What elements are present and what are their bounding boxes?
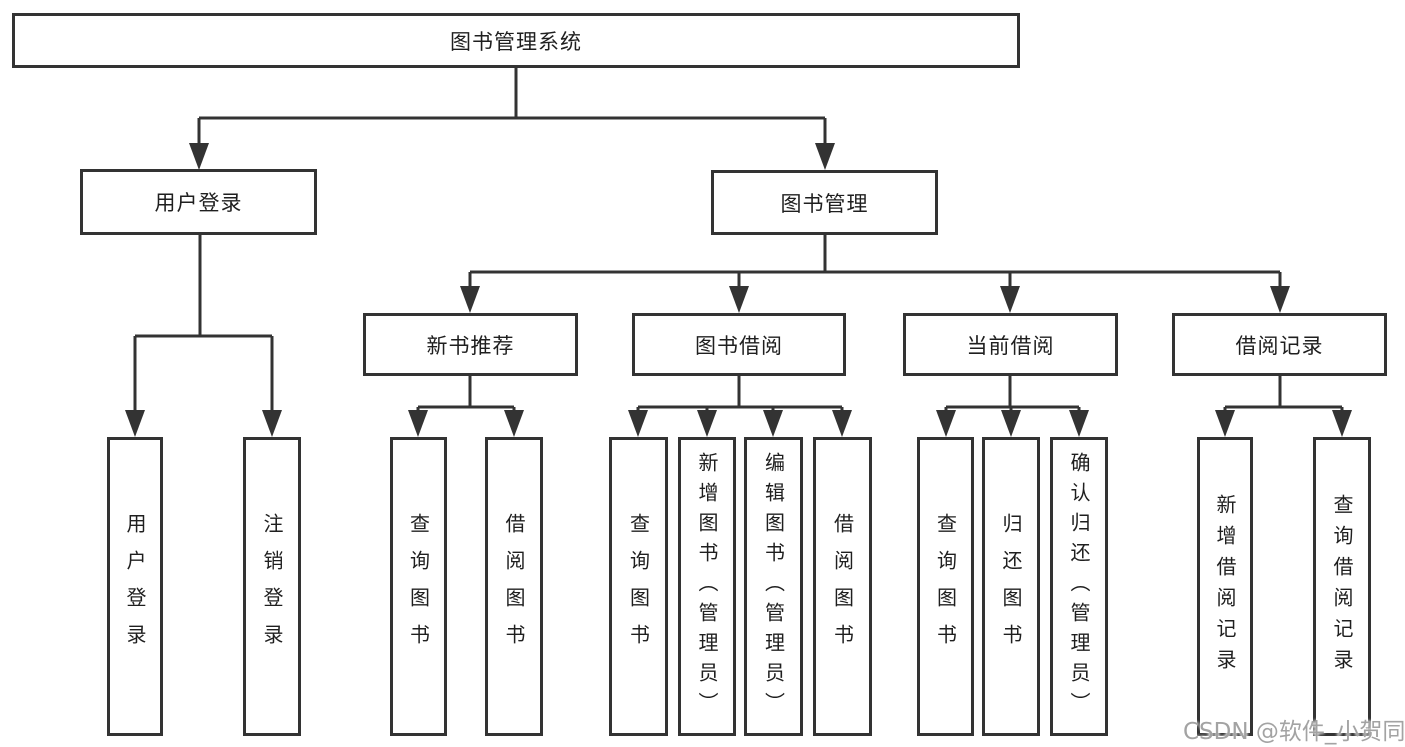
node-book-borrowing: 图书借阅 bbox=[632, 313, 846, 376]
node-label: 用户登录 bbox=[123, 512, 147, 661]
node-label: 查询图书 bbox=[406, 512, 431, 661]
arrowhead-icon bbox=[1000, 286, 1020, 313]
node-label: 借阅记录 bbox=[1235, 333, 1324, 358]
leaf-add-borrow-record: 新增借阅记录 bbox=[1197, 437, 1253, 736]
node-current-borrowing: 当前借阅 bbox=[903, 313, 1118, 376]
arrowhead-icon bbox=[460, 286, 480, 313]
leaf-edit-books-admin: 编辑图书（管理员） bbox=[744, 437, 803, 736]
arrowhead-icon bbox=[763, 410, 783, 437]
leaf-add-books-admin: 新增图书（管理员） bbox=[678, 437, 736, 736]
node-label: 当前借阅 bbox=[966, 333, 1055, 358]
arrowhead-icon bbox=[628, 410, 648, 437]
leaf-logout: 注销登录 bbox=[243, 437, 301, 736]
node-user-login: 用户登录 bbox=[80, 169, 317, 235]
node-borrowing-records: 借阅记录 bbox=[1172, 313, 1387, 376]
arrowhead-icon bbox=[832, 410, 852, 437]
node-label: 编辑图书（管理员） bbox=[761, 451, 786, 722]
leaf-borrow-books-recommend: 借阅图书 bbox=[485, 437, 543, 736]
arrowhead-icon bbox=[729, 286, 749, 313]
arrowhead-icon bbox=[189, 143, 209, 170]
node-label: 图书管理 bbox=[780, 191, 869, 216]
arrowhead-icon bbox=[1332, 410, 1352, 437]
arrowhead-icon bbox=[1069, 410, 1089, 437]
arrowhead-icon bbox=[1270, 286, 1290, 313]
node-label: 借阅图书 bbox=[830, 512, 855, 661]
node-label: 确认归还（管理员） bbox=[1067, 451, 1091, 722]
leaf-user-login: 用户登录 bbox=[107, 437, 163, 736]
node-library-management-system: 图书管理系统 bbox=[12, 13, 1020, 68]
leaf-borrow-books-borrowing: 借阅图书 bbox=[813, 437, 872, 736]
arrowhead-icon bbox=[697, 410, 717, 437]
arrowhead-icon bbox=[936, 410, 956, 437]
leaf-query-books-recommend: 查询图书 bbox=[390, 437, 447, 736]
node-label: 借阅图书 bbox=[502, 512, 526, 661]
node-book-management: 图书管理 bbox=[711, 170, 938, 235]
node-label: 新增借阅记录 bbox=[1213, 493, 1237, 680]
node-label: 图书借阅 bbox=[695, 333, 783, 358]
csdn-watermark: CSDN @软件_小贺同学 bbox=[1183, 719, 1405, 745]
leaf-confirm-return-admin: 确认归还（管理员） bbox=[1050, 437, 1108, 736]
leaf-return-books: 归还图书 bbox=[982, 437, 1040, 736]
node-label: 查询借阅记录 bbox=[1330, 493, 1354, 680]
node-label: 查询图书 bbox=[933, 512, 958, 661]
leaf-query-books-borrowing: 查询图书 bbox=[609, 437, 668, 736]
leaf-query-books-current: 查询图书 bbox=[917, 437, 974, 736]
arrowhead-icon bbox=[1001, 410, 1021, 437]
node-label: 图书管理系统 bbox=[450, 29, 582, 54]
arrowhead-icon bbox=[1215, 410, 1235, 437]
node-label: 用户登录 bbox=[154, 191, 243, 215]
node-new-book-recommendation: 新书推荐 bbox=[363, 313, 578, 376]
node-label: 查询图书 bbox=[626, 512, 651, 661]
arrowhead-icon bbox=[408, 410, 428, 437]
arrowhead-icon bbox=[125, 410, 145, 437]
arrowhead-icon bbox=[815, 143, 835, 170]
node-label: 新书推荐 bbox=[426, 333, 515, 358]
node-label: 注销登录 bbox=[260, 512, 284, 661]
node-label: 新增图书（管理员） bbox=[695, 451, 719, 722]
arrowhead-icon bbox=[504, 410, 524, 437]
node-label: 归还图书 bbox=[999, 512, 1023, 661]
arrowhead-icon bbox=[262, 410, 282, 437]
leaf-query-borrow-record: 查询借阅记录 bbox=[1313, 437, 1371, 736]
